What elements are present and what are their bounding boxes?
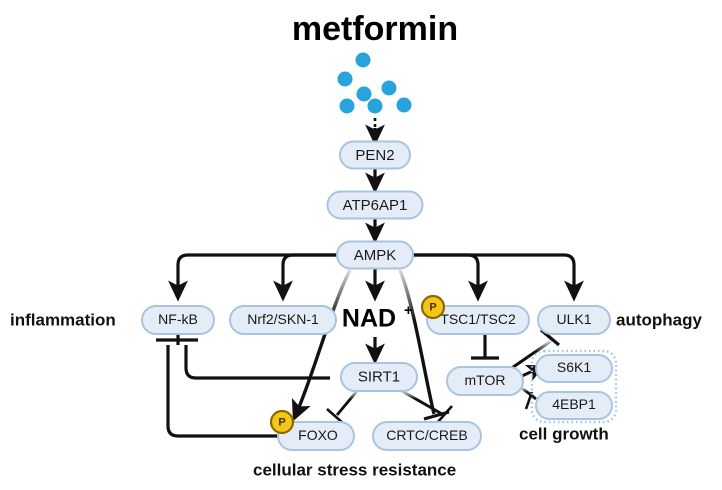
node-foxo[interactable]: FOXO: [277, 421, 355, 451]
phospho-circle-icon: [420, 294, 446, 320]
edge-mtor-to-4ebp1-bar: [524, 391, 534, 410]
phospho-mark-tsc: P: [420, 294, 446, 320]
edge-ampk-to-foxo: [291, 269, 352, 422]
node-nfkb-label: NF-kB: [158, 311, 198, 327]
node-nrf2-label: Nrf2/SKN-1: [247, 311, 319, 327]
phospho-mark-foxo: P: [269, 409, 295, 435]
node-foxo-label: FOXO: [298, 427, 338, 443]
node-tsc[interactable]: TSC1/TSC2: [426, 305, 530, 335]
node-s6k1[interactable]: S6K1: [535, 354, 613, 383]
node-ampk-label: AMPK: [354, 247, 397, 264]
node-atp6ap1-box[interactable]: [326, 190, 424, 220]
node-ulk1-box[interactable]: [537, 305, 611, 335]
outcome-label-autophagy: autophagy: [616, 310, 702, 329]
outcome-label-inflammation: inflammation: [10, 310, 116, 329]
outcome-label-stress-resistance: cellular stress resistance: [253, 460, 456, 479]
node-tsc-label: TSC1/TSC2: [440, 311, 516, 327]
node-mtor[interactable]: mTOR: [446, 366, 524, 396]
node-4ebp1[interactable]: 4EBP1: [535, 391, 613, 420]
node-nad-superscript: +: [404, 302, 413, 319]
node-nrf2[interactable]: Nrf2/SKN-1: [229, 305, 337, 335]
node-sirt1[interactable]: SIRT1: [340, 362, 418, 392]
node-s6k1-box[interactable]: [535, 354, 613, 383]
node-nfkb[interactable]: NF-kB: [141, 305, 215, 335]
phospho-circle-icon: [269, 409, 295, 435]
node-atp6ap1[interactable]: ATP6AP1: [326, 190, 424, 220]
node-nfkb-box[interactable]: [141, 305, 215, 335]
molecule-dot: [367, 98, 383, 114]
node-crtccreb-label: CRTC/CREB: [386, 427, 467, 443]
node-mtor-label: mTOR: [465, 372, 506, 388]
node-4ebp1-label: 4EBP1: [552, 396, 596, 412]
edge-ampk-to-nrf2: [273, 253, 337, 302]
molecule-dot: [381, 80, 397, 96]
edge-sirt1-to-nfkb-line: [184, 345, 330, 380]
node-pen2-box[interactable]: [339, 140, 411, 170]
edge-sirt1-to-crtccreb-bar: [436, 405, 453, 424]
edge-foxo-to-nfkb: [166, 345, 278, 438]
node-tsc-box[interactable]: [426, 305, 530, 335]
phospho-label: P: [429, 301, 436, 313]
node-ampk[interactable]: AMPK: [336, 240, 414, 270]
molecule-dot: [337, 71, 353, 87]
node-crtccreb[interactable]: CRTC/CREB: [372, 421, 482, 451]
node-foxo-box[interactable]: [277, 421, 355, 451]
node-sirt1-label: SIRT1: [358, 368, 400, 385]
page-title: metformin: [292, 10, 458, 48]
outcome-label-cell-growth: cell growth: [519, 424, 609, 443]
node-4ebp1-box[interactable]: [535, 391, 613, 420]
edge-mtor-to-s6k1: [521, 365, 545, 381]
node-pen2-label: PEN2: [355, 147, 394, 164]
node-s6k1-label: S6K1: [557, 359, 591, 375]
node-ampk-box[interactable]: [336, 240, 414, 270]
molecule-dot: [355, 52, 371, 68]
edge-sirt1-to-crtccreb: [401, 389, 443, 416]
node-ulk1[interactable]: ULK1: [537, 305, 611, 335]
molecule-dot: [356, 86, 372, 102]
node-sirt1-box[interactable]: [340, 362, 418, 392]
edge-ampk-to-tsc: [413, 253, 488, 302]
edge-sirt1-to-foxo: [335, 390, 359, 416]
node-mtor-box[interactable]: [446, 366, 524, 396]
edge-mtor-to-4ebp1: [521, 386, 537, 401]
node-ulk1-label: ULK1: [556, 311, 591, 327]
node-nrf2-box[interactable]: [229, 305, 337, 335]
node-nad-label: NAD: [342, 305, 396, 333]
node-pen2[interactable]: PEN2: [339, 140, 411, 170]
molecule-dot: [339, 98, 355, 114]
molecule-dot: [396, 97, 412, 113]
edge-ampk-to-nfkb: [168, 253, 337, 302]
node-nad: NAD +: [342, 302, 413, 333]
node-crtccreb-box[interactable]: [372, 421, 482, 451]
edge-ampk-to-ulk1: [413, 253, 584, 302]
node-atp6ap1-label: ATP6AP1: [343, 197, 408, 214]
edge-ampk-to-crtccreb: [398, 269, 436, 415]
phospho-label: P: [278, 416, 285, 428]
metformin-molecule-dots: [337, 52, 412, 114]
